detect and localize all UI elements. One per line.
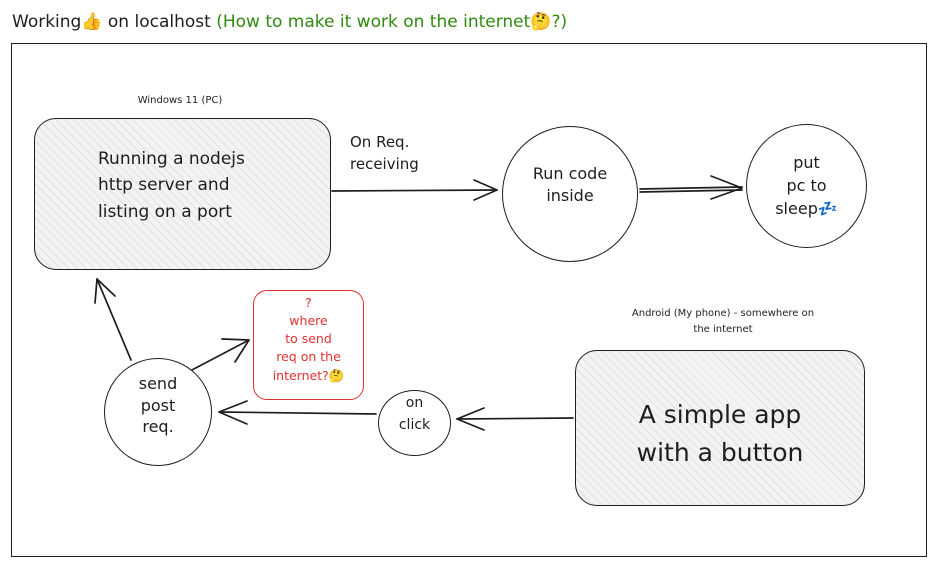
diagram-frame bbox=[11, 43, 927, 557]
pc-node bbox=[34, 118, 331, 270]
header-title: Working👍 on localhost bbox=[12, 12, 211, 32]
on-click-text: on click bbox=[398, 395, 431, 433]
question-node bbox=[253, 290, 364, 400]
run-code-node bbox=[502, 126, 638, 262]
question-text: ? where to send req on the internet?🤔 bbox=[272, 295, 345, 383]
send-post-node bbox=[104, 358, 212, 466]
arrowhead-post-to-pc bbox=[94, 278, 116, 304]
arrow-pc-to-run bbox=[331, 189, 498, 192]
header-question: (How to make it work on the internet🤔?) bbox=[216, 12, 568, 32]
arrow-app-to-click bbox=[456, 417, 574, 420]
arrowhead-run-to-sleep bbox=[710, 175, 743, 200]
arrowhead-pc-to-run bbox=[473, 179, 498, 201]
arrow-run-to-sleep-2 bbox=[639, 189, 743, 193]
sleep-node bbox=[746, 124, 867, 248]
phone-app-text: A simple app with a button bbox=[636, 400, 804, 467]
run-code-text: Run code inside bbox=[532, 164, 608, 205]
edge-label-on-request: On Req. receiving bbox=[350, 133, 419, 173]
arrow-click-to-post bbox=[218, 411, 377, 415]
arrowhead-click-to-post bbox=[218, 400, 248, 425]
arrowhead-post-to-question bbox=[221, 338, 250, 363]
pc-caption: Windows 11 (PC) bbox=[137, 95, 223, 106]
arrow-post-to-question bbox=[189, 339, 250, 372]
arrow-post-to-pc bbox=[96, 278, 132, 361]
phone-app-node bbox=[575, 350, 865, 506]
arrowhead-app-to-click bbox=[456, 407, 485, 431]
send-post-text: send post req. bbox=[138, 374, 178, 437]
sleep-text: put pc to sleep💤 bbox=[775, 153, 838, 219]
arrow-run-to-sleep bbox=[639, 186, 743, 190]
on-click-node bbox=[378, 390, 451, 456]
phone-caption: Android (My phone) - somewhere on the in… bbox=[631, 308, 815, 335]
pc-node-text: Running a nodejs http server and listing… bbox=[98, 149, 245, 222]
diagram-header: Working👍 on localhost (How to make it wo… bbox=[12, 12, 567, 32]
